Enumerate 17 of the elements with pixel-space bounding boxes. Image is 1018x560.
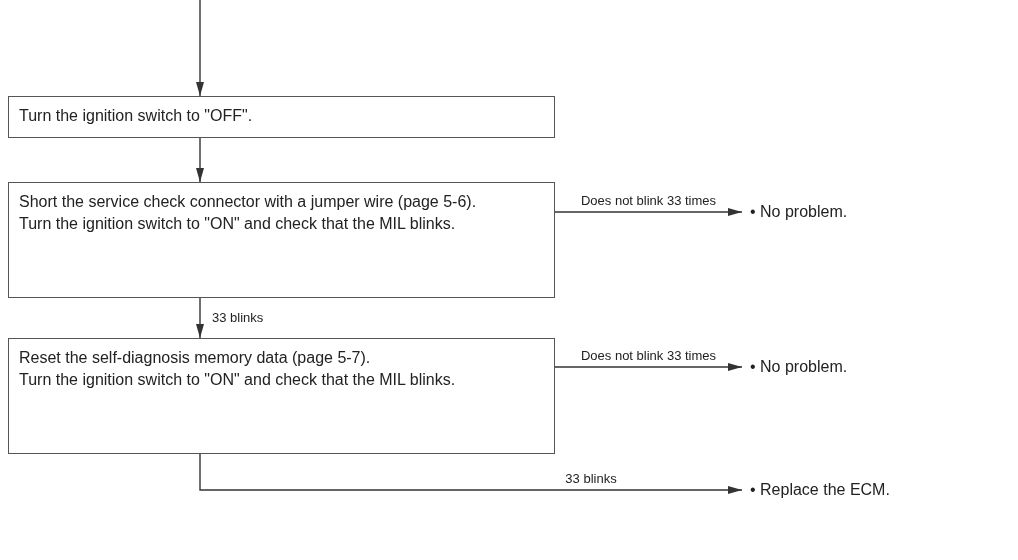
process-box xyxy=(8,182,555,298)
instruction-text: Turn the ignition switch to "ON" and check that the MIL blinks. xyxy=(19,370,457,391)
instruction-text: Reset the self-diagnosis memory data (page 5-7). xyxy=(19,348,372,368)
process-box xyxy=(8,338,555,454)
arrow xyxy=(196,0,204,97)
arrow xyxy=(196,137,204,183)
instruction-text: Short the service check connector with a jumper wire (page 5-6). xyxy=(19,192,478,212)
process-box xyxy=(8,96,555,138)
instruction-text: Turn the ignition switch to "ON" and check that the MIL blinks. xyxy=(19,214,457,235)
arrow xyxy=(554,208,743,216)
arrow xyxy=(554,363,743,371)
arrow xyxy=(199,453,743,494)
result-text: • Replace the ECM. xyxy=(749,480,891,500)
arrow xyxy=(196,297,204,339)
instruction-text: Turn the ignition switch to "OFF". xyxy=(19,106,254,126)
result-text: • No problem. xyxy=(749,202,849,222)
result-text: • No problem. xyxy=(749,357,849,377)
